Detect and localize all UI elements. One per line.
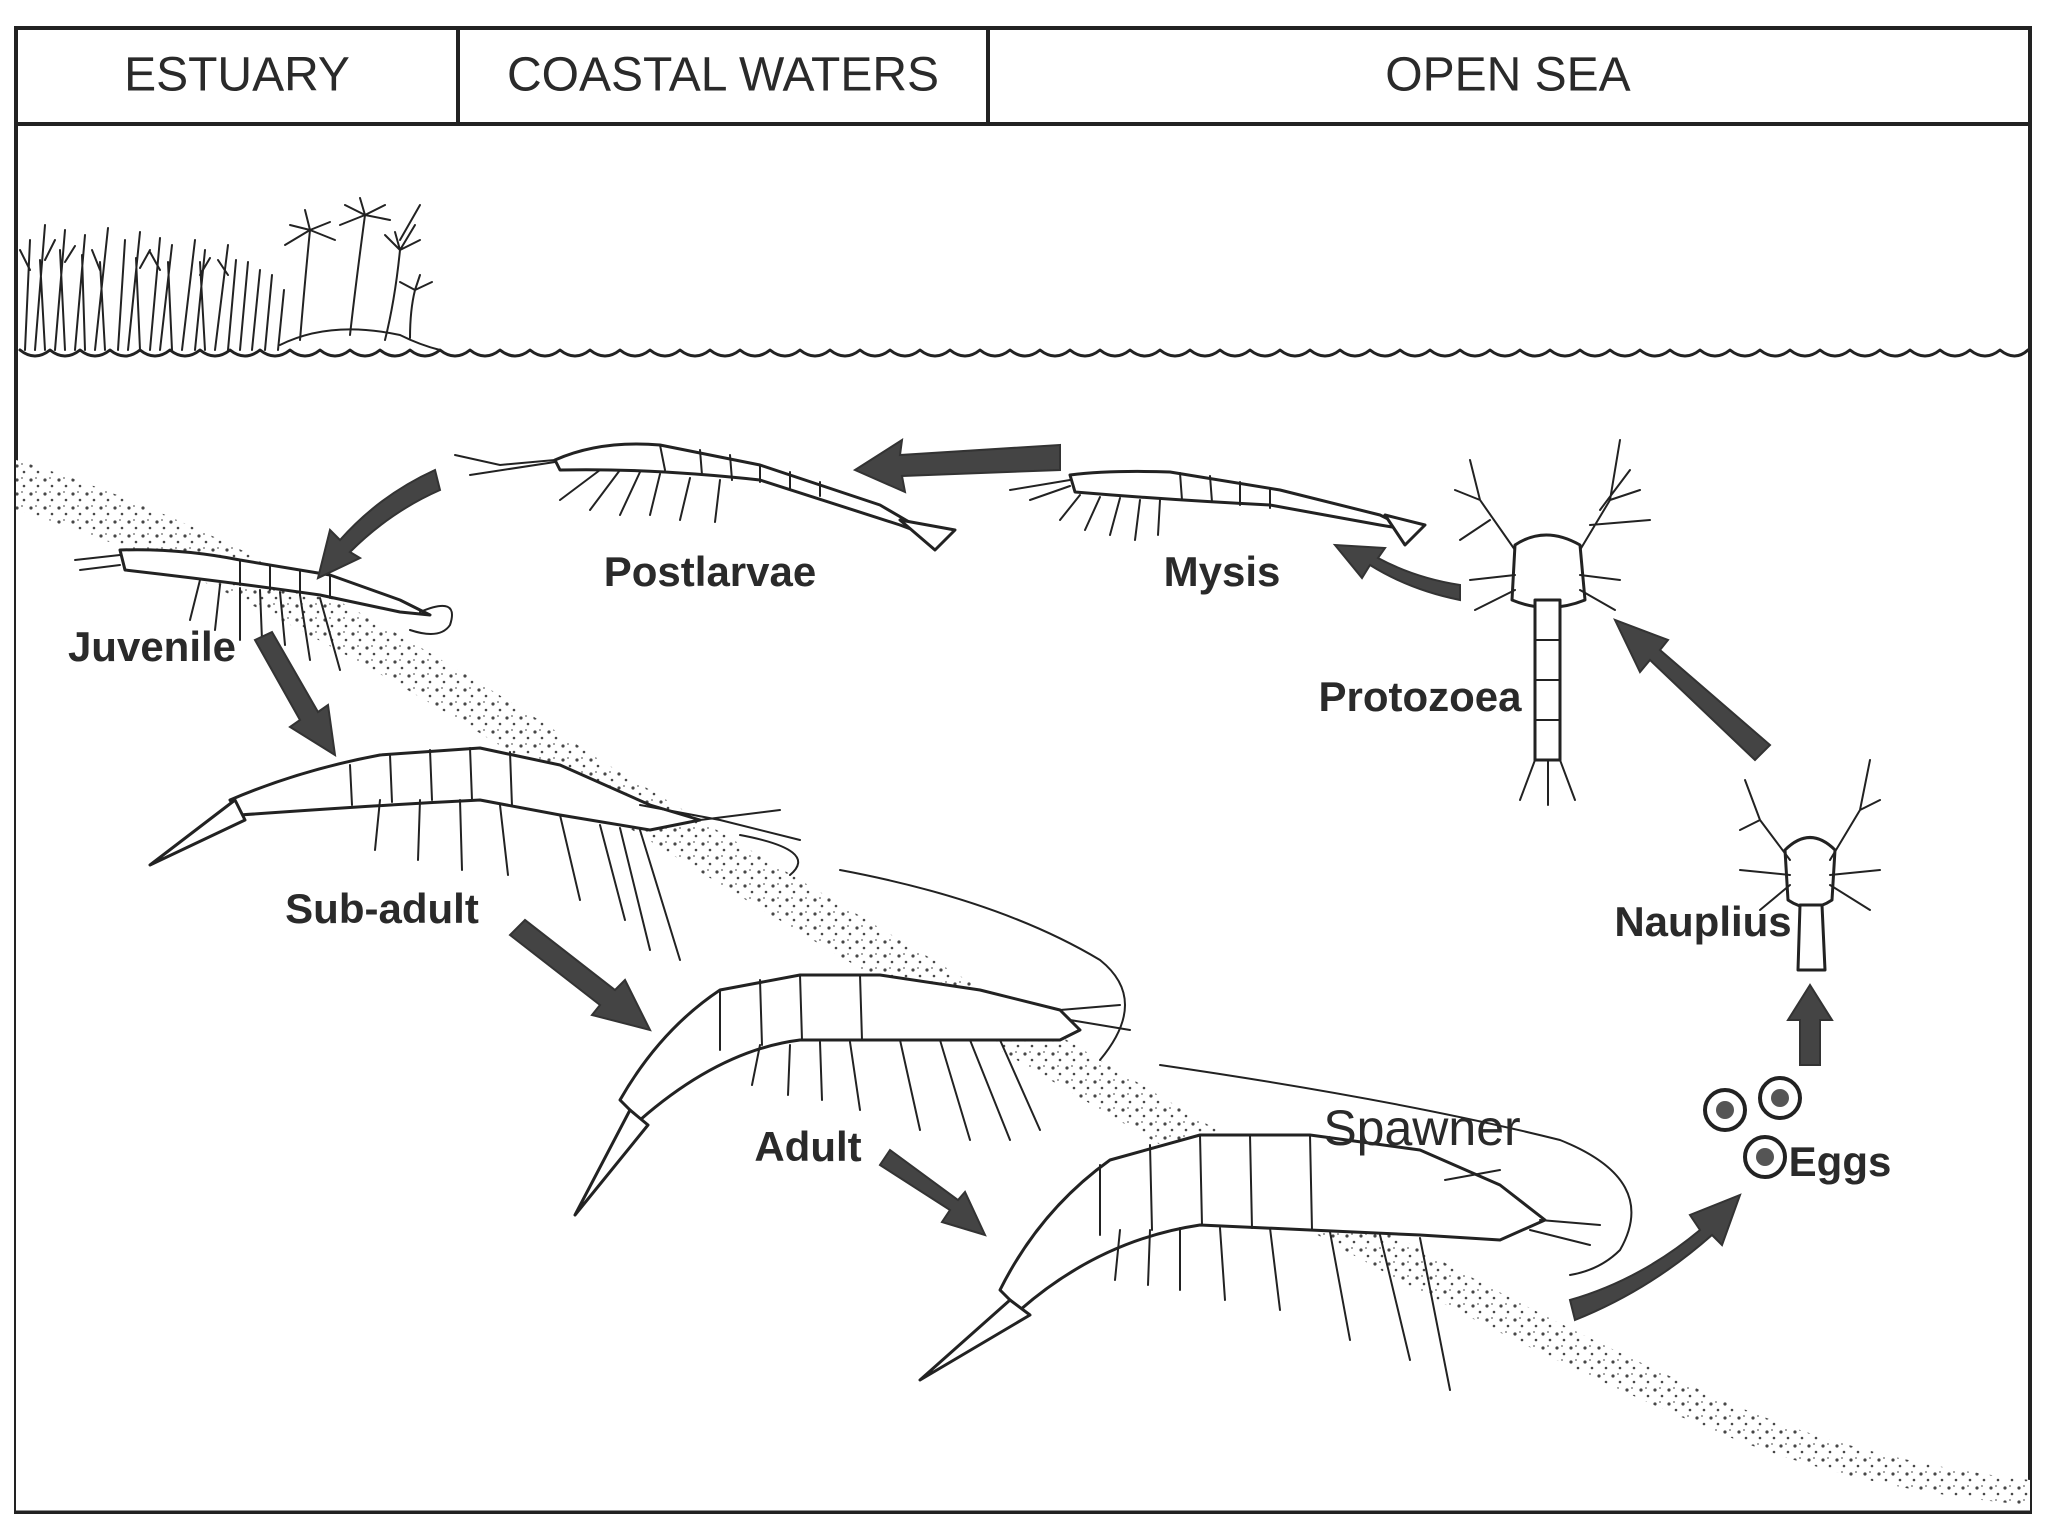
protozoea-larva (1454, 439, 1651, 806)
spawner-shrimp (918, 1064, 1633, 1391)
label-nauplius: Nauplius (1614, 898, 1791, 945)
label-juvenile: Juvenile (68, 623, 236, 670)
zone-coastal-label: COASTAL WATERS (507, 49, 939, 102)
label-sub-adult: Sub-adult (285, 885, 479, 932)
label-protozoea: Protozoea (1318, 673, 1522, 720)
label-mysis: Mysis (1164, 548, 1281, 595)
arrow-mysis-to-postlarvae (852, 437, 1061, 494)
arrow-nauplius-to-protozoea (1613, 618, 1772, 762)
arrow-spawner-to-eggs (1568, 1193, 1742, 1322)
cycle-arrows (253, 437, 1834, 1322)
mysis-larva (1009, 469, 1427, 547)
postlarvae-shrimp (454, 442, 957, 552)
arrow-protozoea-to-mysis (1332, 543, 1461, 602)
zone-estuary-label: ESTUARY (124, 49, 350, 102)
zone-header: ESTUARY COASTAL WATERS OPEN SEA (16, 28, 2030, 126)
arrow-eggs-to-nauplius (1786, 983, 1834, 1066)
zone-open-sea-label: OPEN SEA (1385, 49, 1630, 102)
label-adult: Adult (754, 1123, 861, 1170)
eggs (1703, 1076, 1802, 1179)
arrow-juvenile-to-subadult (253, 630, 337, 757)
marsh-grass (19, 224, 285, 351)
label-eggs: Eggs (1789, 1138, 1892, 1185)
sub-adult-shrimp (148, 746, 1126, 1061)
label-spawner: Spawner (1323, 1100, 1520, 1156)
seabed-dots (16, 460, 2030, 1505)
palm-trees (279, 197, 441, 351)
adult-shrimp (573, 973, 1131, 1217)
nauplius-larva (1739, 759, 1881, 972)
arrow-subadult-to-adult (508, 918, 652, 1032)
arrow-adult-to-spawner (878, 1148, 987, 1237)
arrow-postlarvae-to-juvenile (316, 468, 442, 580)
label-postlarvae: Postlarvae (604, 548, 816, 595)
juvenile-shrimp (74, 548, 453, 671)
water-surface (18, 348, 2030, 358)
